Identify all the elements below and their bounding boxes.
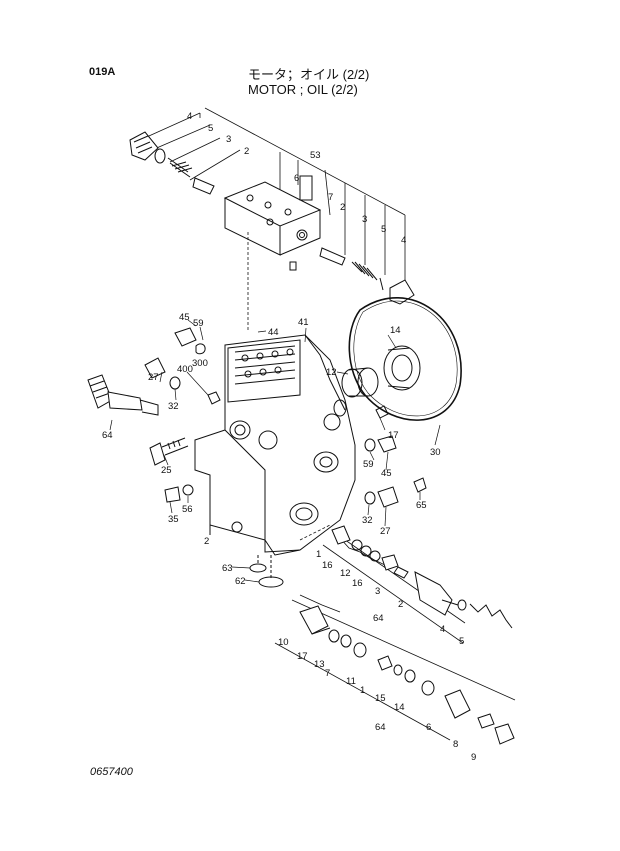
callout-27: 27 xyxy=(148,372,159,383)
drawing-number: 0657400 xyxy=(90,766,133,778)
callout-53: 53 xyxy=(310,150,321,161)
callout-25: 25 xyxy=(161,465,172,476)
callout-2: 2 xyxy=(244,146,249,157)
callout-1: 1 xyxy=(316,549,321,560)
callout-32: 32 xyxy=(362,515,373,526)
bolt-25 xyxy=(149,437,189,466)
page-code: 019A xyxy=(89,66,116,78)
callout-4: 4 xyxy=(440,624,445,635)
callout-7: 7 xyxy=(325,668,330,679)
callout-9: 9 xyxy=(471,752,476,763)
top-right-parts xyxy=(319,247,415,305)
callout-59: 59 xyxy=(363,459,374,470)
top-valve-block xyxy=(223,175,322,271)
callout-56: 56 xyxy=(182,504,193,515)
middle-spool-parts xyxy=(331,525,513,629)
callout-65: 65 xyxy=(416,500,427,511)
callout-labels: 4 5 3 2 53 6 7 2 3 5 4 45 59 44 41 14 12… xyxy=(102,111,476,763)
callout-14: 14 xyxy=(390,325,401,336)
callout-3: 3 xyxy=(226,134,231,145)
callout-17: 17 xyxy=(297,651,308,662)
callout-13: 13 xyxy=(314,659,325,670)
callout-17: 17 xyxy=(388,430,399,441)
callout-16: 16 xyxy=(322,560,333,571)
callout-15: 15 xyxy=(375,693,386,704)
callout-16: 16 xyxy=(352,578,363,589)
callout-2: 2 xyxy=(340,202,345,213)
callout-63: 63 xyxy=(222,563,233,574)
callout-44: 44 xyxy=(268,327,279,338)
callout-300: 300 xyxy=(192,358,208,369)
callout-12: 12 xyxy=(340,568,351,579)
callout-59: 59 xyxy=(193,318,204,329)
callout-30: 30 xyxy=(430,447,441,458)
callout-4: 4 xyxy=(401,235,406,246)
callout-7: 7 xyxy=(328,192,333,203)
main-housing xyxy=(194,334,356,556)
bottom-spool-parts xyxy=(299,605,515,745)
callout-5: 5 xyxy=(208,123,213,134)
callout-400: 400 xyxy=(177,364,193,375)
top-plug-assembly xyxy=(129,131,215,195)
callout-32: 32 xyxy=(168,401,179,412)
callout-3: 3 xyxy=(375,586,380,597)
callout-62: 62 xyxy=(235,576,246,587)
callout-64: 64 xyxy=(373,613,384,624)
callout-2: 2 xyxy=(398,599,403,610)
title-english: MOTOR ; OIL (2/2) xyxy=(248,82,358,97)
callout-6: 6 xyxy=(294,173,299,184)
bottom-o-rings xyxy=(249,555,284,588)
plug-35-assembly xyxy=(164,484,194,503)
callout-5: 5 xyxy=(381,224,386,235)
bearing-parts xyxy=(341,345,421,398)
callout-45: 45 xyxy=(179,312,190,323)
callout-4: 4 xyxy=(187,111,192,122)
bottom-leader-lines xyxy=(274,594,516,741)
callout-12: 12 xyxy=(326,367,337,378)
callout-27: 27 xyxy=(380,526,391,537)
title-japanese: モータ；オイル (2/2) xyxy=(248,67,370,82)
left-plugs xyxy=(144,327,221,405)
callout-14: 14 xyxy=(394,702,405,713)
callout-6: 6 xyxy=(426,722,431,733)
callout-64: 64 xyxy=(102,430,113,441)
callout-1: 1 xyxy=(360,685,365,696)
callout-11: 11 xyxy=(346,676,356,687)
callout-ticks xyxy=(109,319,441,583)
callout-8: 8 xyxy=(453,739,458,750)
callout-10: 10 xyxy=(278,637,289,648)
large-o-ring xyxy=(348,297,462,421)
left-spool xyxy=(87,374,159,416)
callout-3: 3 xyxy=(362,214,367,225)
callout-2: 2 xyxy=(204,536,209,547)
callout-41: 41 xyxy=(298,317,309,328)
callout-64: 64 xyxy=(375,722,386,733)
right-plugs xyxy=(364,405,427,508)
callout-5: 5 xyxy=(459,636,464,647)
callout-45: 45 xyxy=(381,468,392,479)
callout-35: 35 xyxy=(168,514,179,525)
